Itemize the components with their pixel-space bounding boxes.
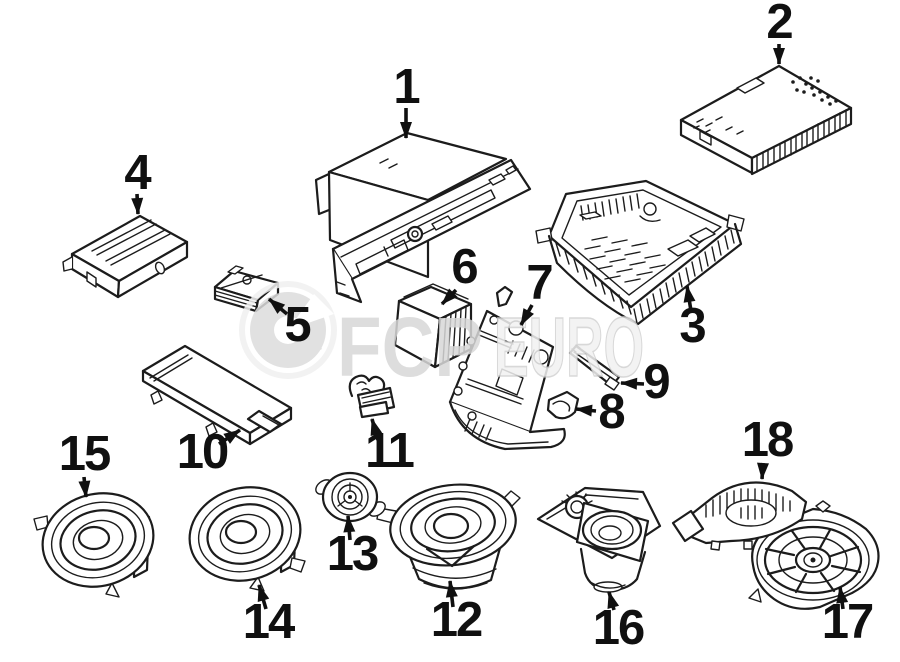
- part-13-arrow: [343, 515, 356, 541]
- watermark-text-fcp: FCP: [337, 300, 483, 394]
- part-18-arrow: [757, 462, 769, 480]
- part-13-label: 13: [327, 527, 378, 581]
- part-1-label: 1: [393, 60, 419, 114]
- part-12-speaker: [376, 483, 521, 590]
- part-16-subwoofer-assembly: [536, 486, 662, 593]
- fcp-euro-watermark: FCP EURO: [239, 281, 645, 395]
- part-14-label: 14: [243, 595, 295, 649]
- part-10-arrow: [218, 428, 241, 446]
- part-17-subwoofer-speaker: [748, 500, 880, 610]
- part-13-callout: 13: [327, 515, 380, 581]
- part-12-label: 12: [431, 593, 482, 647]
- amplifier-vent-dots: [791, 76, 838, 106]
- part-11-callout: 11: [365, 418, 416, 478]
- part-6-callout: 6: [440, 240, 479, 306]
- part-11-label: 11: [365, 424, 414, 478]
- part-17-callout: 17: [822, 586, 875, 649]
- part-15-callout: 15: [59, 427, 112, 498]
- part-10-callout: 10: [177, 425, 241, 479]
- part-12-callout: 12: [431, 580, 484, 647]
- part-8-clip: [546, 390, 580, 420]
- part-10-amplifier-module: [141, 344, 293, 446]
- part-16-arrow: [607, 591, 620, 611]
- part-2-callout: 2: [766, 0, 794, 65]
- radio-knob: [406, 225, 424, 243]
- part-12-arrow: [445, 580, 458, 608]
- part-18-speaker-grille: [671, 481, 808, 551]
- part-7-arrow: [519, 304, 534, 326]
- part-4-arrow: [131, 193, 144, 215]
- part-7-label: 7: [526, 256, 552, 310]
- part-16-label: 16: [593, 601, 644, 655]
- part-14-speaker: [188, 486, 306, 592]
- part-1-callout: 1: [393, 60, 421, 139]
- part-7-callout: 7: [519, 256, 554, 326]
- part-7-mounting-bracket-plate: [448, 285, 566, 451]
- part-4-module-box: [62, 214, 189, 299]
- part-6-label: 6: [451, 240, 477, 294]
- part-6-arrow: [440, 288, 458, 306]
- callouts: 1 2 3 4 5 6 7 8 9 10 11 12 13 14 15 16 1…: [59, 0, 875, 655]
- part-18-callout: 18: [742, 413, 795, 480]
- part-9-label: 9: [643, 355, 669, 409]
- fcp-euro-logo-icon: [239, 281, 337, 379]
- part-8-label: 8: [598, 385, 624, 439]
- part-8-arrow: [575, 404, 597, 417]
- part-11-small-bracket: [348, 374, 396, 419]
- part-15-speaker: [33, 492, 155, 598]
- part-18-label: 18: [742, 413, 793, 467]
- part-10-label: 10: [177, 425, 228, 479]
- watermark-text-euro: EURO: [494, 300, 644, 394]
- part-3-arrow: [683, 285, 696, 312]
- part-9-arrow: [620, 377, 645, 390]
- part-3-label: 3: [679, 299, 705, 353]
- part-9-callout: 9: [620, 355, 671, 409]
- part-3-callout: 3: [679, 285, 707, 353]
- part-15-label: 15: [59, 427, 110, 481]
- part-13-tweeter: [315, 471, 386, 523]
- part-14-callout: 14: [243, 584, 297, 649]
- part-5-callout: 5: [267, 297, 312, 352]
- part-2-amplifier: [679, 64, 853, 176]
- part-11-arrow: [370, 418, 383, 441]
- part-2-label: 2: [766, 0, 792, 49]
- part-17-label: 17: [822, 595, 873, 649]
- part-3-mounting-tray: [535, 179, 745, 326]
- part-5-arrow: [267, 297, 289, 316]
- part-8-callout: 8: [575, 385, 626, 439]
- part-17-arrow: [836, 586, 849, 610]
- part-5-label: 5: [284, 298, 310, 352]
- part-16-callout: 16: [593, 591, 646, 655]
- part-4-callout: 4: [124, 146, 153, 215]
- part-14-arrow: [257, 584, 270, 610]
- part-9-rail-strip: [568, 344, 621, 391]
- part-1-radio-head-unit: [314, 131, 532, 304]
- part-4-label: 4: [124, 146, 151, 200]
- part-15-arrow: [78, 476, 91, 498]
